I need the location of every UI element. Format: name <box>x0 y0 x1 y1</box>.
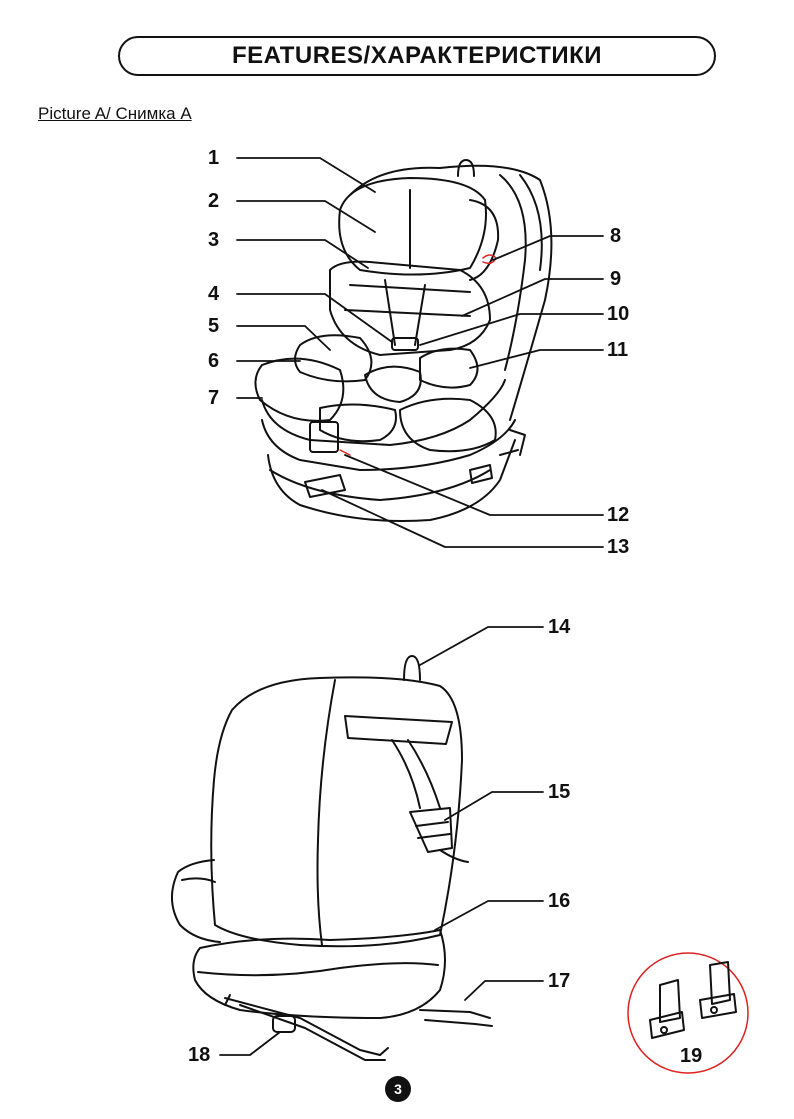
callout-17: 17 <box>548 971 570 991</box>
callout-18: 18 <box>188 1045 210 1065</box>
callout-12: 12 <box>607 505 629 525</box>
callout-14: 14 <box>548 617 570 637</box>
callout-13: 13 <box>607 537 629 557</box>
callout-10: 10 <box>607 304 629 324</box>
callout-7: 7 <box>208 388 219 408</box>
callout-15: 15 <box>548 782 570 802</box>
callout-4: 4 <box>208 284 219 304</box>
car-seat-front-drawing <box>255 160 551 521</box>
callout-9: 9 <box>610 269 621 289</box>
callout-16: 16 <box>548 891 570 911</box>
callout-5: 5 <box>208 316 219 336</box>
page-number: 3 <box>385 1076 411 1102</box>
callout-1: 1 <box>208 148 219 168</box>
callout-6: 6 <box>208 351 219 371</box>
callout-8: 8 <box>610 226 621 246</box>
callout-2: 2 <box>208 191 219 211</box>
callout-3: 3 <box>208 230 219 250</box>
callout-11: 11 <box>607 340 628 360</box>
car-seat-rear-drawing <box>172 656 492 1060</box>
callout-19: 19 <box>680 1046 702 1066</box>
